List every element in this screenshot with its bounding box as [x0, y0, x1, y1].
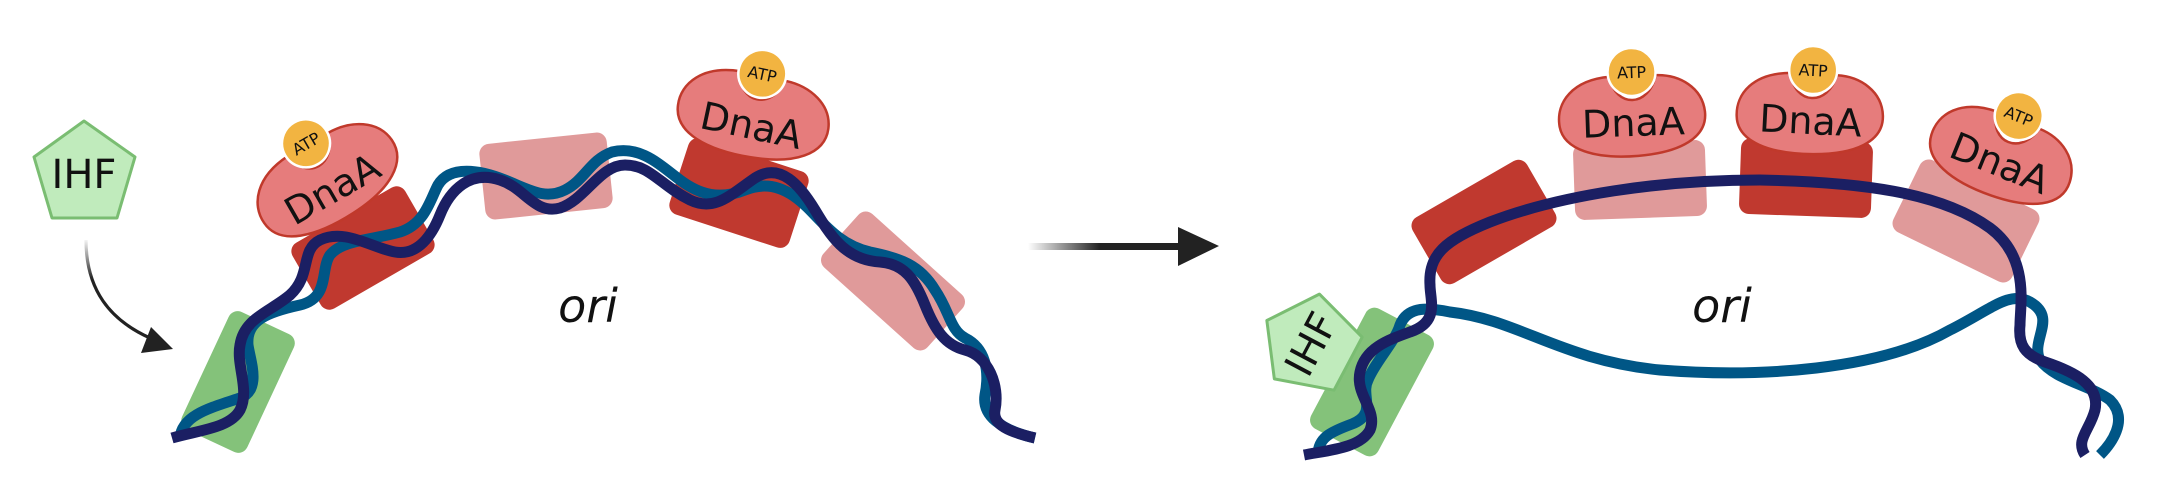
ori-label: ori	[558, 279, 618, 333]
atp-molecule-icon	[737, 48, 788, 100]
atp-label: ATP	[1617, 63, 1647, 83]
unwound-dna	[1302, 174, 2125, 461]
ihf-binding-arrow-icon	[84, 239, 173, 353]
dnaa-label: DnaA	[1581, 99, 1685, 147]
ihf-label: IHF	[52, 152, 117, 198]
ihf-protein-free: IHF	[32, 119, 137, 220]
ihf-pentagon-icon	[32, 119, 137, 220]
atp-molecule-icon	[1787, 44, 1839, 96]
dnaa-protein-icon	[1735, 71, 1885, 156]
dnaa-protein-icon	[676, 68, 830, 161]
dnaa-protein-icon	[1557, 73, 1707, 158]
dna-double-helix	[170, 145, 1037, 444]
dnaa-box-low-affinity	[1573, 140, 1707, 220]
dnaa-label: DnaA	[1758, 96, 1863, 145]
dnaa-protein-icon	[1928, 105, 2073, 206]
dnaa-atp-complex: ATP DnaA	[1735, 44, 1885, 156]
right-arrow-icon	[1028, 227, 1219, 266]
ihf-pentagon-icon	[1265, 292, 1364, 392]
atp-label: ATP	[1798, 60, 1828, 81]
atp-molecule-icon	[1606, 46, 1657, 98]
dnaa-atp-complex: ATP DnaA	[676, 48, 830, 161]
right-panel: IHF ATP DnaA ATP DnaA ATP DnaA ori	[1265, 44, 2125, 461]
dnaa-protein-icon	[256, 122, 399, 238]
dnaa-box-low-affinity	[1892, 159, 2040, 283]
ori-label: ori	[1692, 279, 1752, 333]
atp-molecule-icon	[1993, 90, 2044, 142]
atp-molecule-icon	[280, 118, 332, 169]
dnaa-atp-complex: ATP DnaA	[1557, 46, 1707, 158]
ihf-protein-bound: IHF	[1265, 292, 1364, 392]
left-panel: IHF ATP DnaA ATP DnaA	[32, 48, 1037, 453]
